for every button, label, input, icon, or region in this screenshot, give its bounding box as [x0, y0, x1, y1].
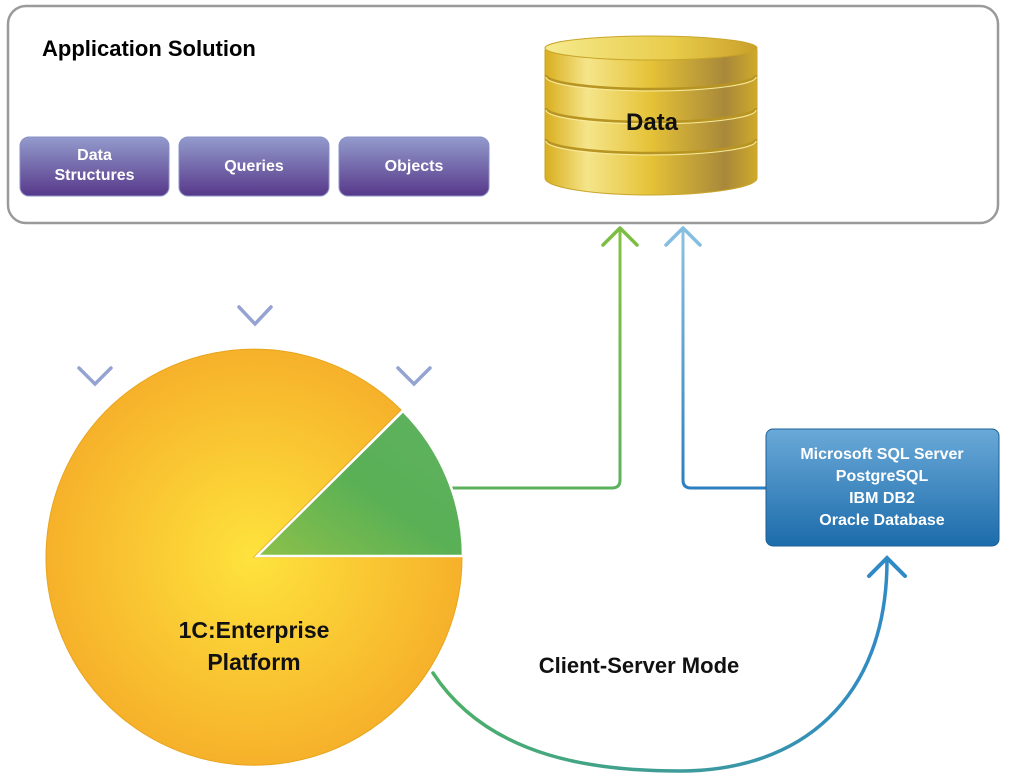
- dbms-item: PostgreSQL: [836, 468, 929, 485]
- platform-label-line: 1C:Enterprise: [179, 617, 330, 643]
- dbms-box[interactable]: Microsoft SQL Server PostgreSQL IBM DB2 …: [765, 428, 1000, 547]
- component-queries[interactable]: Queries: [178, 136, 330, 197]
- database-icon[interactable]: Data: [544, 35, 758, 196]
- component-data-structures[interactable]: Data Structures: [19, 136, 170, 197]
- client-server-slice: [253, 409, 465, 558]
- component-label-line: Data: [77, 147, 112, 164]
- component-label: Objects: [385, 158, 444, 175]
- arrow-data-structures-to-platform: [77, 194, 113, 387]
- platform-circle[interactable]: 1C:Enterprise Platform: [45, 348, 465, 766]
- component-label-line: Structures: [54, 167, 134, 184]
- client-server-mode-label: Client-Server Mode: [539, 653, 740, 678]
- arrow-file-mode-to-data: [450, 226, 639, 490]
- arrow-dbms-to-data: [664, 226, 769, 490]
- application-solution-title: Application Solution: [42, 36, 256, 61]
- arrow-objects-to-platform: [396, 194, 432, 387]
- dbms-item: IBM DB2: [849, 490, 915, 507]
- arrow-queries-to-platform: [237, 194, 273, 327]
- dbms-item: Oracle Database: [819, 512, 945, 529]
- arrow-platform-to-dbms: [431, 555, 907, 773]
- database-label: Data: [626, 109, 679, 136]
- component-objects[interactable]: Objects: [338, 136, 490, 197]
- dbms-item: Microsoft SQL Server: [800, 446, 963, 463]
- platform-label-line: Platform: [207, 649, 300, 675]
- component-label: Queries: [224, 158, 284, 175]
